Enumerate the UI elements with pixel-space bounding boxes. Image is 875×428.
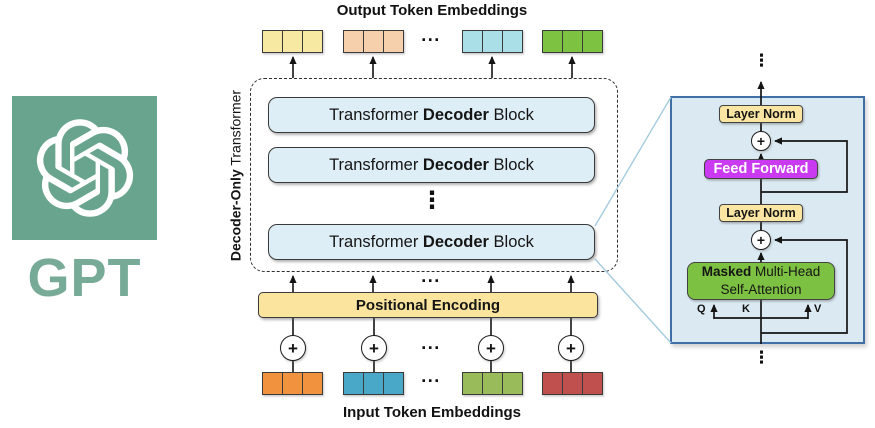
decoder-only-transformer-label: Decoder-Only Transformer [228, 66, 247, 286]
layer-norm-top: Layer Norm [719, 105, 803, 123]
layer-norm-bottom-label: Layer Norm [726, 206, 796, 220]
below-container-ellipsis: ... [421, 266, 441, 286]
block-text-post: Block [488, 155, 534, 174]
token-cell [463, 373, 483, 394]
input-tokens-ellipsis: ... [421, 366, 441, 386]
block-text-post: Block [488, 105, 534, 124]
token-cell [283, 31, 303, 52]
block-text-bold: Decoder [422, 232, 489, 251]
token-cell [463, 31, 483, 52]
v-label: V [814, 303, 822, 315]
input-embeddings-label: Input Token Embeddings [342, 404, 522, 421]
input-token-group-1 [262, 372, 323, 395]
token-cell [384, 373, 403, 394]
token-cell [483, 373, 503, 394]
block-text-bold: Decoder [422, 155, 489, 174]
k-label: K [742, 303, 750, 315]
token-cell [583, 31, 602, 52]
output-token-group-2 [343, 30, 404, 53]
output-token-group-1 [262, 30, 323, 53]
transformer-decoder-block-1: Transformer Decoder Block [268, 97, 595, 133]
token-cell [303, 373, 322, 394]
container-label-rest: Transformer [227, 89, 244, 170]
q-label: Q [697, 303, 706, 315]
block-text-post: Block [488, 232, 534, 251]
openai-logo-tile [12, 96, 157, 240]
token-cell [263, 373, 283, 394]
token-cell [263, 31, 283, 52]
sum-node-1: + [280, 335, 306, 361]
feed-forward-label: Feed Forward [713, 161, 809, 177]
stacked-blocks-ellipsis: ⋮ [420, 187, 444, 214]
attention-label-rest: Multi-Head [751, 264, 821, 280]
arrows-to-output-tokens [289, 56, 576, 78]
token-cell [563, 373, 583, 394]
openai-icon [36, 119, 133, 217]
transformer-decoder-block-2: Transformer Decoder Block [268, 147, 595, 183]
token-cell [543, 373, 563, 394]
input-token-group-4 [542, 372, 603, 395]
input-token-group-3 [462, 372, 523, 395]
sum-node-2: + [361, 335, 387, 361]
attention-label-bold: Masked [701, 264, 752, 280]
token-cell [543, 31, 563, 52]
container-label-bold: Decoder-Only [227, 169, 244, 262]
sum-node-4: + [558, 335, 584, 361]
masked-self-attention-box: Masked Multi-Head Self-Attention [687, 262, 835, 300]
sum-row-ellipsis: ... [421, 333, 441, 353]
layer-norm-bottom: Layer Norm [719, 204, 803, 222]
block-text-pre: Transformer [329, 232, 423, 251]
transformer-decoder-block-n: Transformer Decoder Block [268, 224, 595, 260]
token-cell [344, 31, 364, 52]
panel-bottom-ellipsis: ⋮ [753, 348, 770, 367]
positional-encoding-bar: Positional Encoding [258, 292, 598, 318]
attention-label-line2: Self-Attention [720, 282, 802, 297]
brand-gpt-text: GPT [27, 248, 142, 308]
token-cell [283, 373, 303, 394]
token-cell [303, 31, 322, 52]
feed-forward-box: Feed Forward [704, 159, 818, 179]
layer-norm-top-label: Layer Norm [726, 107, 796, 121]
token-cell [364, 31, 384, 52]
output-tokens-ellipsis: ... [421, 25, 441, 45]
token-cell [563, 31, 583, 52]
token-cell [364, 373, 384, 394]
token-cell [503, 373, 522, 394]
panel-sum-node-bottom: + [751, 230, 771, 250]
panel-sum-node-top: + [751, 131, 771, 151]
output-token-group-3 [462, 30, 523, 53]
token-cell [483, 31, 503, 52]
block-text-pre: Transformer [329, 155, 423, 174]
input-token-group-2 [343, 372, 404, 395]
output-token-group-4 [542, 30, 603, 53]
token-cell [503, 31, 522, 52]
block-text-bold: Decoder [422, 105, 489, 124]
output-embeddings-label: Output Token Embeddings [336, 2, 528, 19]
positional-encoding-label: Positional Encoding [355, 296, 501, 314]
sum-node-3: + [478, 335, 504, 361]
block-text-pre: Transformer [329, 105, 423, 124]
token-cell [583, 373, 602, 394]
token-cell [384, 31, 403, 52]
token-cell [344, 373, 364, 394]
panel-top-ellipsis: ⋮ [753, 51, 770, 70]
